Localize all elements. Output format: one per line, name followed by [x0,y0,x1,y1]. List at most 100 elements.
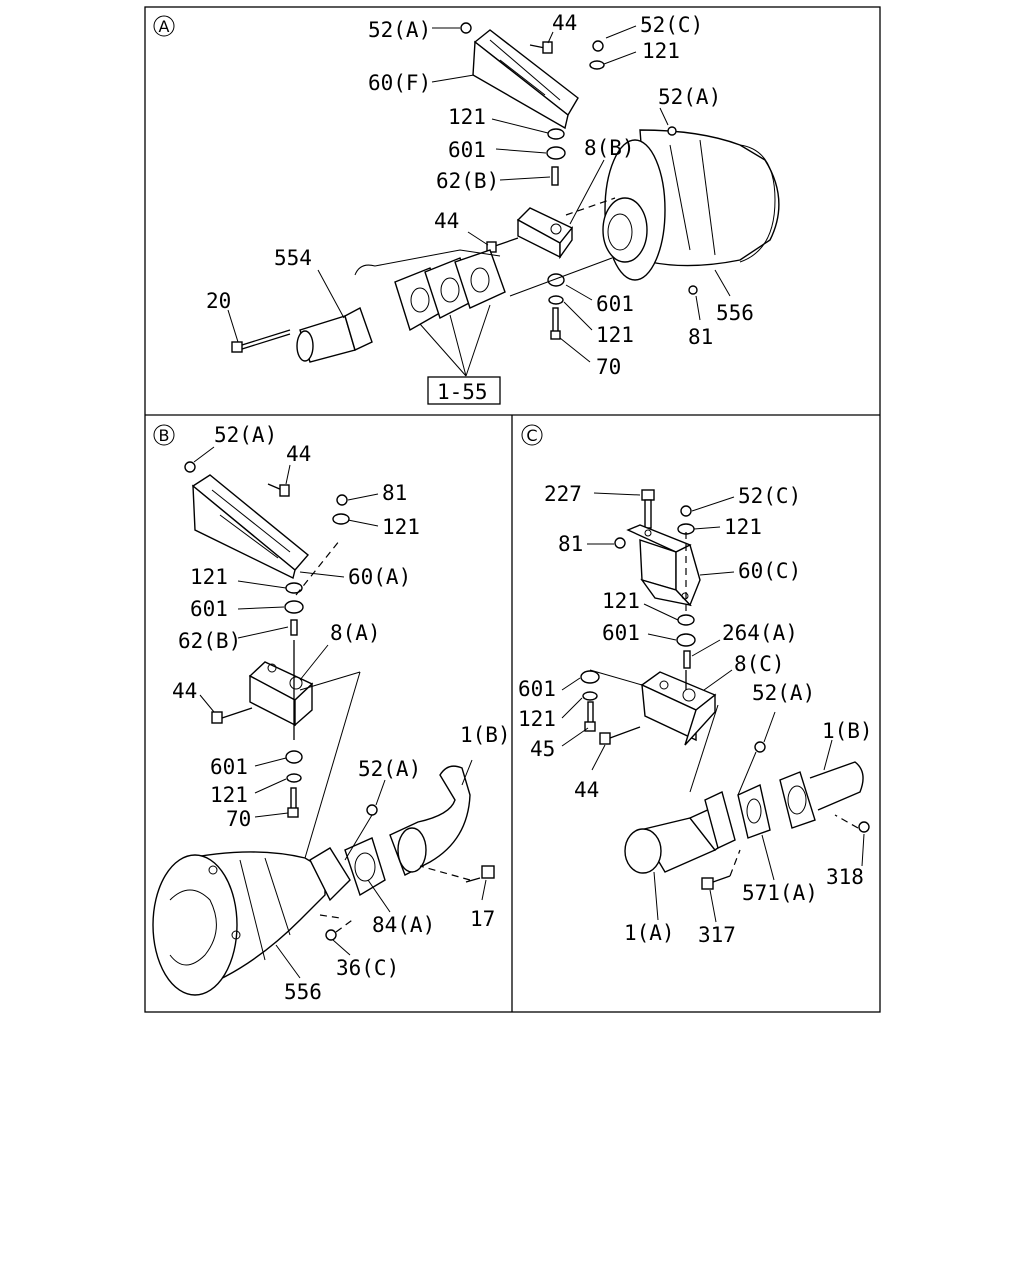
bracket-8a [248,661,314,727]
callout-b-62b: 62(B) [178,629,241,653]
callout-70: 70 [596,355,621,379]
callout-121-top: 121 [642,39,680,63]
callout-b-556: 556 [284,980,322,1004]
callout-b-1b: 1(B) [460,723,511,747]
callout-b-84a: 84(A) [372,913,435,937]
nut-52a-c [754,741,766,753]
panel-a: A [153,11,780,405]
callout-52c: 52(C) [640,13,703,37]
callout-c-227: 227 [544,482,582,506]
callout-c-8c: 8(C) [734,652,785,676]
bolt-44-b-mid [211,707,253,724]
callout-c-45: 45 [530,737,555,761]
nut-81-b [336,494,348,506]
pipe-1b-c [779,761,864,829]
bushing-601-low [547,273,565,287]
panel-c: C [518,424,873,947]
callout-c-601-left: 601 [518,677,556,701]
callout-556: 556 [716,301,754,325]
bolt-44-b-top [267,483,290,497]
callout-b-60a: 60(A) [348,565,411,589]
turbocharger-556-b [152,851,326,996]
callout-c-264a: 264(A) [722,621,798,645]
callout-81: 81 [688,325,713,349]
nut-52c [592,40,604,52]
panel-b-letter: B [159,426,170,445]
bolt-44-mid [486,237,519,253]
washer-121-low [548,295,564,305]
callout-c-60c: 60(C) [738,559,801,583]
callout-b-81: 81 [382,481,407,505]
bolt-45 [584,701,596,732]
bolt-20 [231,329,291,353]
callout-c-1b: 1(B) [822,719,873,743]
panel-a-marker: A [153,15,175,37]
flange-84a [309,837,386,902]
nut-52a-b [184,461,196,473]
callout-20: 20 [206,289,231,313]
collar-62b [551,166,559,186]
callout-121-mid: 121 [448,105,486,129]
washer-121-b-low [286,773,302,783]
callout-c-121-left: 121 [518,707,556,731]
bolt-17 [465,865,495,883]
bushing-601-mid [546,146,566,160]
callout-b-121-top: 121 [382,515,420,539]
washer-121-b-mid [285,582,303,594]
callout-b-601-low: 601 [210,755,248,779]
callout-c-52a: 52(A) [752,681,815,705]
callout-121-low: 121 [596,323,634,347]
nut-52a-b-low [366,804,378,816]
callout-b-52a-low: 52(A) [358,757,421,781]
callout-44-mid: 44 [434,209,459,233]
bushing-601-c-left [580,670,600,684]
bracket-60c [626,524,701,607]
bushing-601-c-mid [676,633,696,647]
bolt-70 [550,307,561,340]
pipe-554 [296,306,373,363]
exhaust-manifold [354,249,506,332]
callout-b-70: 70 [226,807,251,831]
bolt-227 [641,489,655,529]
bracket-8b [516,207,574,260]
callout-b-52a: 52(A) [214,423,277,447]
bracket-60f [472,29,579,130]
panel-b-leaders [193,446,487,979]
callout-c-318: 318 [826,865,864,889]
panel-c-leaders [561,492,865,923]
callout-c-317: 317 [698,923,736,947]
callout-b-601-mid: 601 [190,597,228,621]
pipe-1b-b [389,765,471,876]
nut-52c-c [680,505,692,517]
callout-62b: 62(B) [436,169,499,193]
panel-c-marker: C [521,424,543,446]
callout-c-121-top: 121 [724,515,762,539]
callout-b-36c: 36(C) [336,956,399,980]
washer-121-mid [547,128,565,140]
callout-c-571a: 571(A) [742,881,818,905]
nut-81-c [614,537,626,549]
nut-36c [325,929,337,941]
callout-b-44-top: 44 [286,442,311,466]
reference-box [427,376,501,405]
bracket-60a [191,474,310,580]
washer-121-b-top [332,513,350,525]
callout-b-121-low: 121 [210,783,248,807]
nut-52a-top [460,22,472,34]
bolt-70-b [287,787,299,818]
nut-318 [858,821,870,833]
callout-44-top: 44 [552,11,577,35]
callout-c-1a: 1(A) [624,921,675,945]
bolt-44-c [599,726,641,745]
collar-264a [683,650,691,669]
washer-121-top [589,60,605,70]
callout-b-8a: 8(A) [330,621,381,645]
washer-121-c-left [582,691,598,701]
callout-c-44: 44 [574,778,599,802]
pipe-1a [624,791,736,874]
bolt-317 [701,875,731,890]
collar-62b-b [290,619,298,636]
panel-b: B [152,423,511,1004]
panel-a-letter: A [159,17,170,36]
gasket-571a [737,784,771,839]
